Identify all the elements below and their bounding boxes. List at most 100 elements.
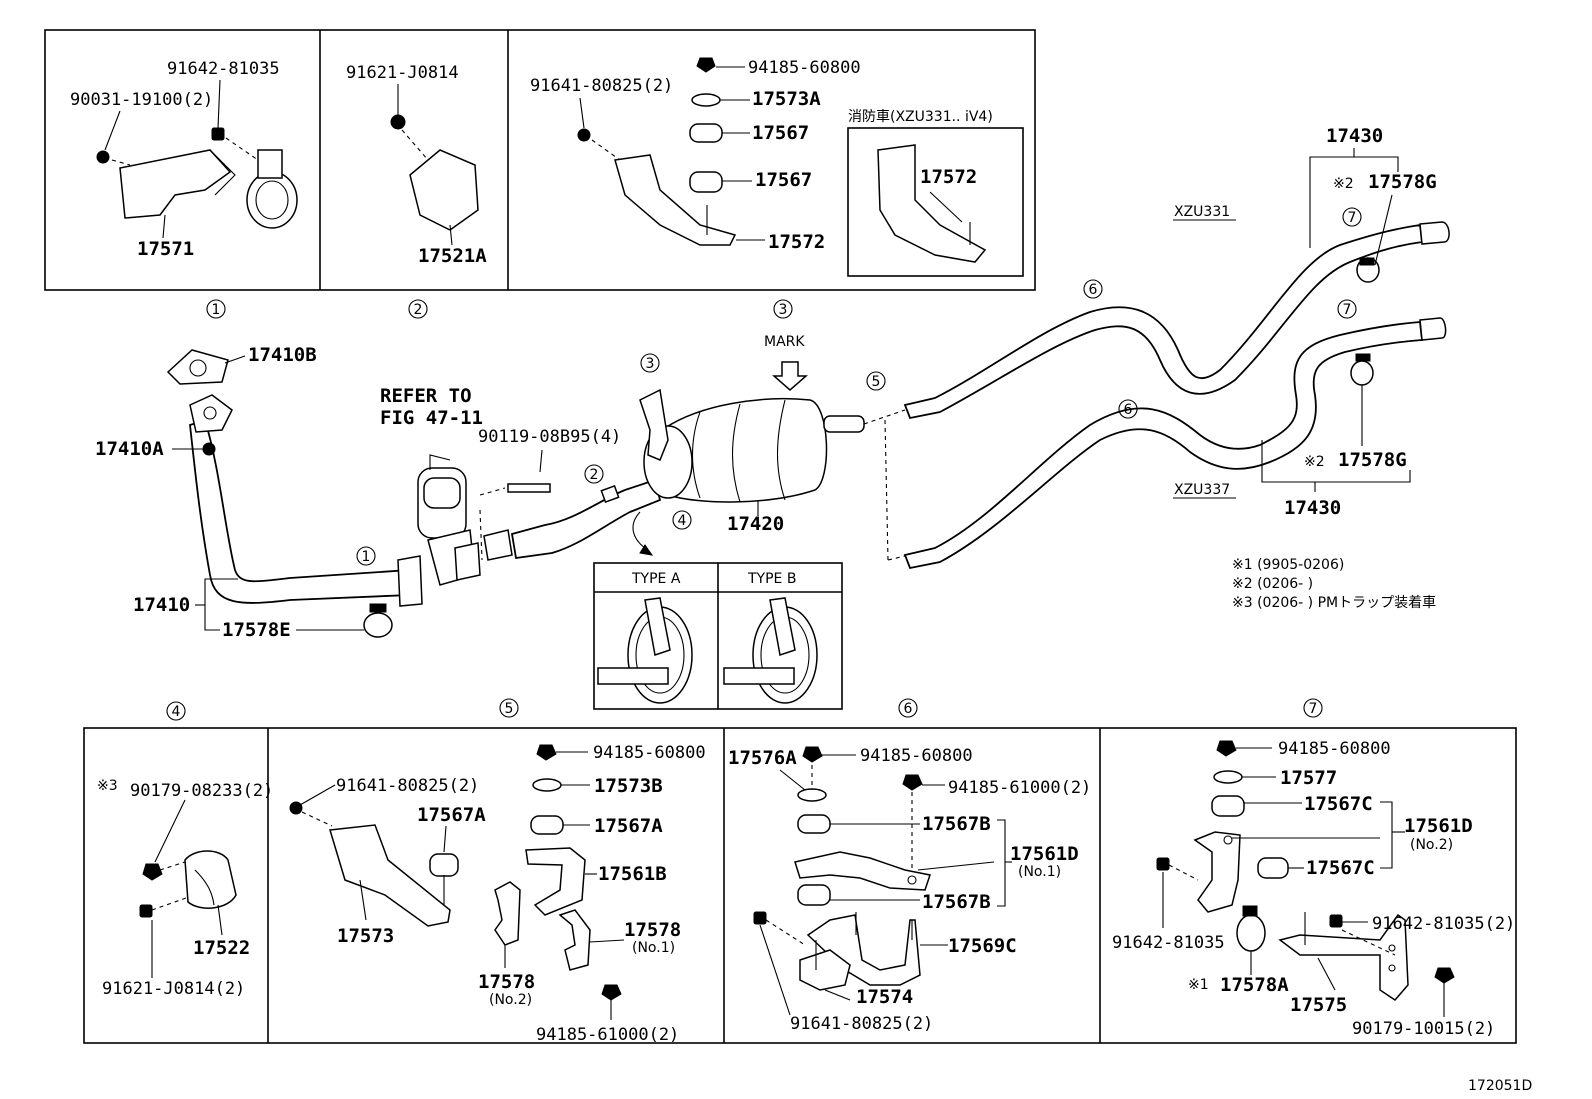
- main-assembly: 17410B 17410A 1 17410 17578E REFER TO FI…: [95, 125, 1450, 710]
- type-b-label: TYPE B: [747, 571, 796, 587]
- bolt-icon: [577, 128, 591, 142]
- part-label: 17521A: [418, 245, 487, 267]
- nut-icon: [902, 774, 923, 791]
- part-label: 90179-08233(2): [130, 781, 273, 801]
- model-label: XZU331: [1174, 204, 1230, 220]
- part-label: 17578: [624, 919, 681, 941]
- callout-number: 7: [1309, 701, 1318, 717]
- part-label: 90179-10015(2): [1352, 1019, 1495, 1039]
- callout-number: 3: [646, 356, 655, 372]
- bracket-17572-fire: [877, 144, 987, 263]
- nut-icon: [696, 57, 716, 73]
- clamp-17522: [184, 850, 237, 909]
- bottom-circled-numbers: 4 5 6 7: [166, 698, 1323, 721]
- diagram-id: 172051D: [1468, 1078, 1532, 1094]
- nut-icon: [96, 150, 110, 164]
- part-label: 90119-08B95(4): [478, 427, 621, 447]
- part-label: 17522: [193, 937, 250, 959]
- part-label: 17420: [727, 513, 784, 535]
- bolt-icon: [507, 483, 551, 493]
- gasket-17410B: [166, 349, 229, 385]
- panel-1: 91642-81035 90031-19100(2) 17571: [70, 59, 298, 260]
- bolt-icon: [1156, 857, 1170, 871]
- note-marker: ※3: [97, 778, 118, 794]
- part-label: 94185-60800: [593, 743, 706, 763]
- note-marker: ※1: [1188, 977, 1209, 993]
- model-label: XZU337: [1174, 482, 1230, 498]
- clamp-17578E: [363, 612, 393, 638]
- part-label: 17567: [752, 122, 809, 144]
- clamp-17578A: [1236, 914, 1266, 952]
- part-label: 17567C: [1304, 793, 1373, 815]
- bolt-icon: [753, 911, 767, 925]
- part-label: 17567B: [922, 891, 991, 913]
- part-label: 17578G: [1338, 449, 1407, 471]
- callout-number: 6: [1089, 282, 1098, 298]
- part-label: 17430: [1326, 125, 1383, 147]
- part-label: 94185-60800: [748, 58, 861, 78]
- part-label: 91642-81035(2): [1372, 914, 1515, 934]
- panel-3: 94185-60800 91641-80825(2) 17573A 17567 …: [530, 57, 861, 253]
- part-label: 91621-J0814(2): [102, 979, 245, 999]
- callout-number: 7: [1343, 302, 1352, 318]
- callout-number: 5: [872, 374, 881, 390]
- bracket-17571: [119, 149, 232, 219]
- nut-icon: [1434, 967, 1455, 984]
- top-detail-panels: [44, 29, 1036, 291]
- part-label: 94185-60800: [860, 746, 973, 766]
- footnote: ※2 (0206- ): [1232, 576, 1313, 592]
- part-label: 91642-81035: [167, 59, 280, 79]
- clamp-icon: [246, 171, 298, 229]
- part-label: 94185-60800: [1278, 739, 1391, 759]
- bracket-17561B: [525, 847, 586, 916]
- fire-truck-label: 消防車(XZU331.. iV4): [848, 108, 993, 125]
- type-a-label: TYPE A: [631, 571, 681, 587]
- part-label: 17561B: [598, 863, 667, 885]
- callout-number: 1: [362, 549, 371, 565]
- part-label: 17573: [337, 925, 394, 947]
- heat-insulator-17521A: [409, 149, 479, 231]
- bracket-17573: [329, 824, 451, 927]
- part-label: 17573B: [594, 775, 663, 797]
- part-label: 17578A: [1220, 974, 1289, 996]
- bolt-icon: [139, 904, 153, 918]
- panel-6: 17576A 94185-60800 94185-61000(2) 17567B…: [728, 746, 1091, 1034]
- bracket-17572: [614, 154, 737, 246]
- part-label: 17572: [920, 166, 977, 188]
- part-label: 17569C: [948, 935, 1017, 957]
- front-pipe-17410: [189, 418, 411, 604]
- panel-7: 94185-60800 17577 17567C 17561D (No.2) 1…: [1112, 739, 1515, 1039]
- callout-number: 6: [904, 701, 913, 717]
- part-label: 91642-81035: [1112, 933, 1225, 953]
- callout-number: 7: [1348, 210, 1357, 226]
- part-label: 17576A: [728, 747, 797, 769]
- nut-icon: [536, 744, 557, 761]
- callout-number: 5: [505, 701, 514, 717]
- part-label: 17567C: [1306, 857, 1375, 879]
- bolt-icon: [1329, 914, 1343, 928]
- hanger-17569C: [806, 914, 921, 986]
- bottom-detail-panels: [83, 727, 1517, 1044]
- refer-text: REFER TO: [380, 385, 472, 407]
- part-label: 94185-61000(2): [948, 778, 1091, 798]
- callout-number: 1: [212, 302, 221, 318]
- note-marker: ※2: [1333, 176, 1354, 192]
- bracket-17575: [1278, 913, 1409, 1001]
- mark-arrow-icon: [772, 361, 808, 391]
- part-label: 17578E: [222, 619, 291, 641]
- clamp-17578G-lower: [1350, 360, 1374, 386]
- part-sublabel: (No.2): [489, 992, 532, 1008]
- part-label: 94185-61000(2): [536, 1025, 679, 1045]
- part-label: 91641-80825(2): [790, 1014, 933, 1034]
- part-label: 91641-80825(2): [336, 776, 479, 796]
- bolt-icon: [211, 127, 225, 141]
- part-label: 17571: [137, 238, 194, 260]
- part-label: 17561D: [1010, 843, 1079, 865]
- fire-truck-panel: 消防車(XZU331.. iV4) 17572: [848, 108, 993, 263]
- callout-number: 4: [172, 704, 181, 720]
- part-label: 91641-80825(2): [530, 76, 673, 96]
- callout-number: 3: [779, 302, 788, 318]
- part-label: 17410: [133, 594, 190, 616]
- note-marker: ※2: [1304, 454, 1325, 470]
- part-label: 17578: [478, 971, 535, 993]
